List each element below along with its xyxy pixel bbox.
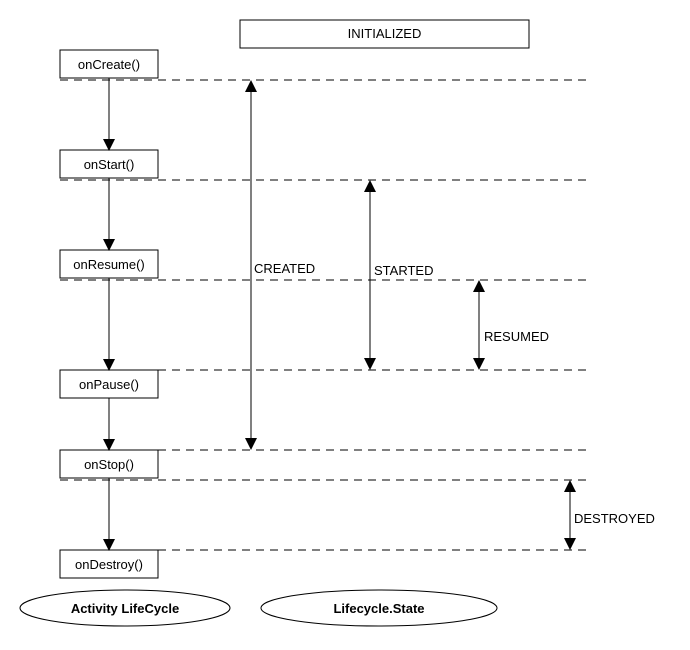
callback-label: onStart() xyxy=(84,157,135,172)
state-destroyed: DESTROYED xyxy=(564,480,655,550)
state-resumed: RESUMED xyxy=(473,280,549,370)
state-label: DESTROYED xyxy=(574,511,655,526)
callback-onresume: onResume() xyxy=(59,249,159,279)
callback-onpause: onPause() xyxy=(59,369,159,399)
callback-onstart: onStart() xyxy=(59,149,159,179)
callback-oncreate: onCreate() xyxy=(59,49,159,79)
initialized-box: INITIALIZED xyxy=(239,19,530,49)
callback-label: onCreate() xyxy=(78,57,140,72)
callback-label: onResume() xyxy=(73,257,145,272)
callback-ondestroy: onDestroy() xyxy=(59,549,159,579)
state-started: STARTED xyxy=(364,180,433,370)
lifecycle-state-label: Lifecycle.State xyxy=(333,601,424,616)
state-label: CREATED xyxy=(254,261,315,276)
callback-label: onStop() xyxy=(84,457,134,472)
lifecycle-state-ellipse: Lifecycle.State xyxy=(260,589,498,627)
activity-lifecycle-ellipse: Activity LifeCycle xyxy=(19,589,231,627)
initialized-label: INITIALIZED xyxy=(348,26,422,41)
callback-onstop: onStop() xyxy=(59,449,159,479)
callback-label: onDestroy() xyxy=(75,557,143,572)
state-created: CREATED xyxy=(245,80,315,450)
state-label: RESUMED xyxy=(484,329,549,344)
activity-lifecycle-label: Activity LifeCycle xyxy=(71,601,179,616)
callback-label: onPause() xyxy=(79,377,139,392)
state-label: STARTED xyxy=(374,263,433,278)
